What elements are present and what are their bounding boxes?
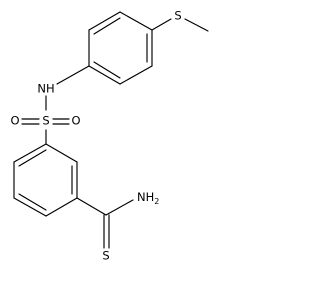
top-benzene-ring [88,11,153,85]
amine-nh2-label: NH2 [137,190,159,206]
sulfonyl-sulfur-label: S [42,114,49,128]
molecule-structure: S NH O S O NH2 S [10,9,209,263]
methylthio-sulfur-label: S [174,9,181,23]
sulfonamide-nh-linker: NH [37,65,90,111]
molecule-canvas: S NH O S O NH2 S [10,9,209,263]
thioamide-sulfur-label: S [102,249,109,263]
bottom-benzene-ring [13,143,78,217]
oxygen-right-label: O [71,114,80,128]
amine-subscript-2: 2 [154,197,159,206]
oxygen-left-label: O [10,114,19,128]
methylthio-group: S [151,9,209,32]
amine-nh-symbol: NH [137,190,154,204]
thioamide-group: NH2 S [76,190,159,263]
amide-nitrogen-label: NH [37,82,54,96]
sulfonyl-group: O S O [10,114,81,145]
